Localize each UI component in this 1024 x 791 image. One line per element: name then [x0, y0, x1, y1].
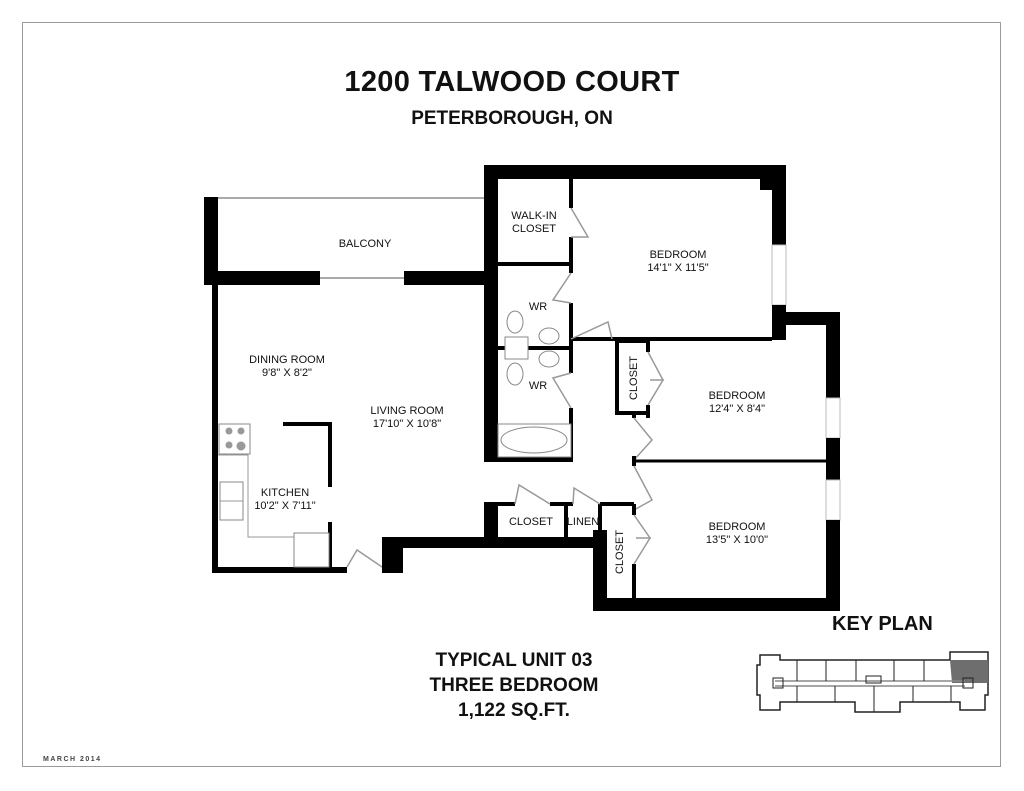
- key-plan-title: KEY PLAN: [832, 613, 933, 635]
- wr-label: WR: [529, 301, 547, 313]
- bedroom-door[interactable]: [633, 417, 653, 461]
- entry-door[interactable]: [346, 548, 383, 568]
- bedroom-1-label: BEDROOM: [650, 249, 707, 261]
- bedroom-door[interactable]: [570, 320, 613, 340]
- wr-door[interactable]: [551, 272, 572, 304]
- building-location: PETERBOROUGH, ON: [411, 108, 613, 129]
- walk-in-door[interactable]: [570, 207, 590, 238]
- wall: [204, 271, 320, 285]
- bedroom-1-size: 14'1" X 11'5": [647, 262, 708, 274]
- dining-room-size: 9'8" X 8'2": [262, 367, 312, 379]
- wr-door[interactable]: [551, 372, 572, 409]
- wall: [772, 179, 786, 245]
- living-room-label: LIVING ROOM: [370, 405, 443, 417]
- wall: [212, 567, 347, 573]
- balcony-label: BALCONY: [339, 238, 392, 250]
- linen-door[interactable]: [572, 486, 601, 505]
- wall: [826, 312, 840, 398]
- toilet-icon: [506, 310, 524, 334]
- wall: [484, 165, 498, 462]
- unit-area: 1,122 SQ.FT.: [458, 700, 570, 721]
- wall: [204, 197, 218, 285]
- wall: [484, 502, 498, 537]
- wr-label: WR: [529, 380, 547, 392]
- wall: [484, 457, 573, 462]
- wall: [826, 520, 840, 611]
- key-plan-diagram: [756, 651, 989, 713]
- wall: [484, 165, 786, 179]
- wall: [212, 285, 218, 573]
- sink-icon: [538, 350, 560, 368]
- bedroom-2-size: 12'4" X 8'4": [709, 403, 765, 415]
- walk-in-closet-label-2: CLOSET: [512, 223, 556, 235]
- counter: [218, 454, 328, 538]
- stove-icon: [218, 423, 251, 455]
- living-room-size: 17'10" X 10'8": [373, 418, 441, 430]
- page-border: [22, 22, 1001, 767]
- wall: [772, 312, 840, 325]
- bedroom-3-label: BEDROOM: [709, 521, 766, 533]
- kitchen-label: KITCHEN: [261, 487, 309, 499]
- unit-type: THREE BEDROOM: [429, 675, 599, 696]
- kitchen-size: 10'2" X 7'11": [254, 500, 315, 512]
- linen-label: LINEN: [567, 516, 599, 528]
- closet-door[interactable]: [633, 514, 652, 565]
- closet-door[interactable]: [514, 483, 551, 505]
- walk-in-closet-label: WALK-IN: [511, 210, 556, 222]
- window: [825, 397, 841, 439]
- bathtub-basin: [500, 426, 568, 454]
- bedroom-2-label: BEDROOM: [709, 390, 766, 402]
- wall: [593, 530, 607, 611]
- fridge-icon: [293, 532, 330, 568]
- date-label: MARCH 2014: [43, 756, 102, 763]
- closet-label: CLOSET: [628, 356, 640, 400]
- bedroom-3-size: 13'5" X 10'0": [706, 534, 768, 546]
- unit-name: TYPICAL UNIT 03: [435, 650, 593, 671]
- closet-label: CLOSET: [614, 530, 626, 574]
- wall: [390, 537, 607, 548]
- wall: [593, 598, 840, 611]
- dining-room-label: DINING ROOM: [249, 354, 325, 366]
- wall: [404, 271, 498, 285]
- bedroom-door[interactable]: [633, 465, 654, 511]
- key-plan-highlight: [950, 660, 988, 683]
- toilet-icon: [506, 362, 524, 386]
- closet-door[interactable]: [647, 351, 665, 406]
- hall-closet-label: CLOSET: [509, 516, 553, 528]
- sink-icon: [538, 327, 560, 345]
- window: [771, 244, 787, 306]
- window: [825, 479, 841, 521]
- vanity: [504, 336, 529, 360]
- kitchen-wall: [283, 422, 332, 487]
- wall: [826, 438, 840, 480]
- building-title: 1200 TALWOOD COURT: [344, 66, 680, 98]
